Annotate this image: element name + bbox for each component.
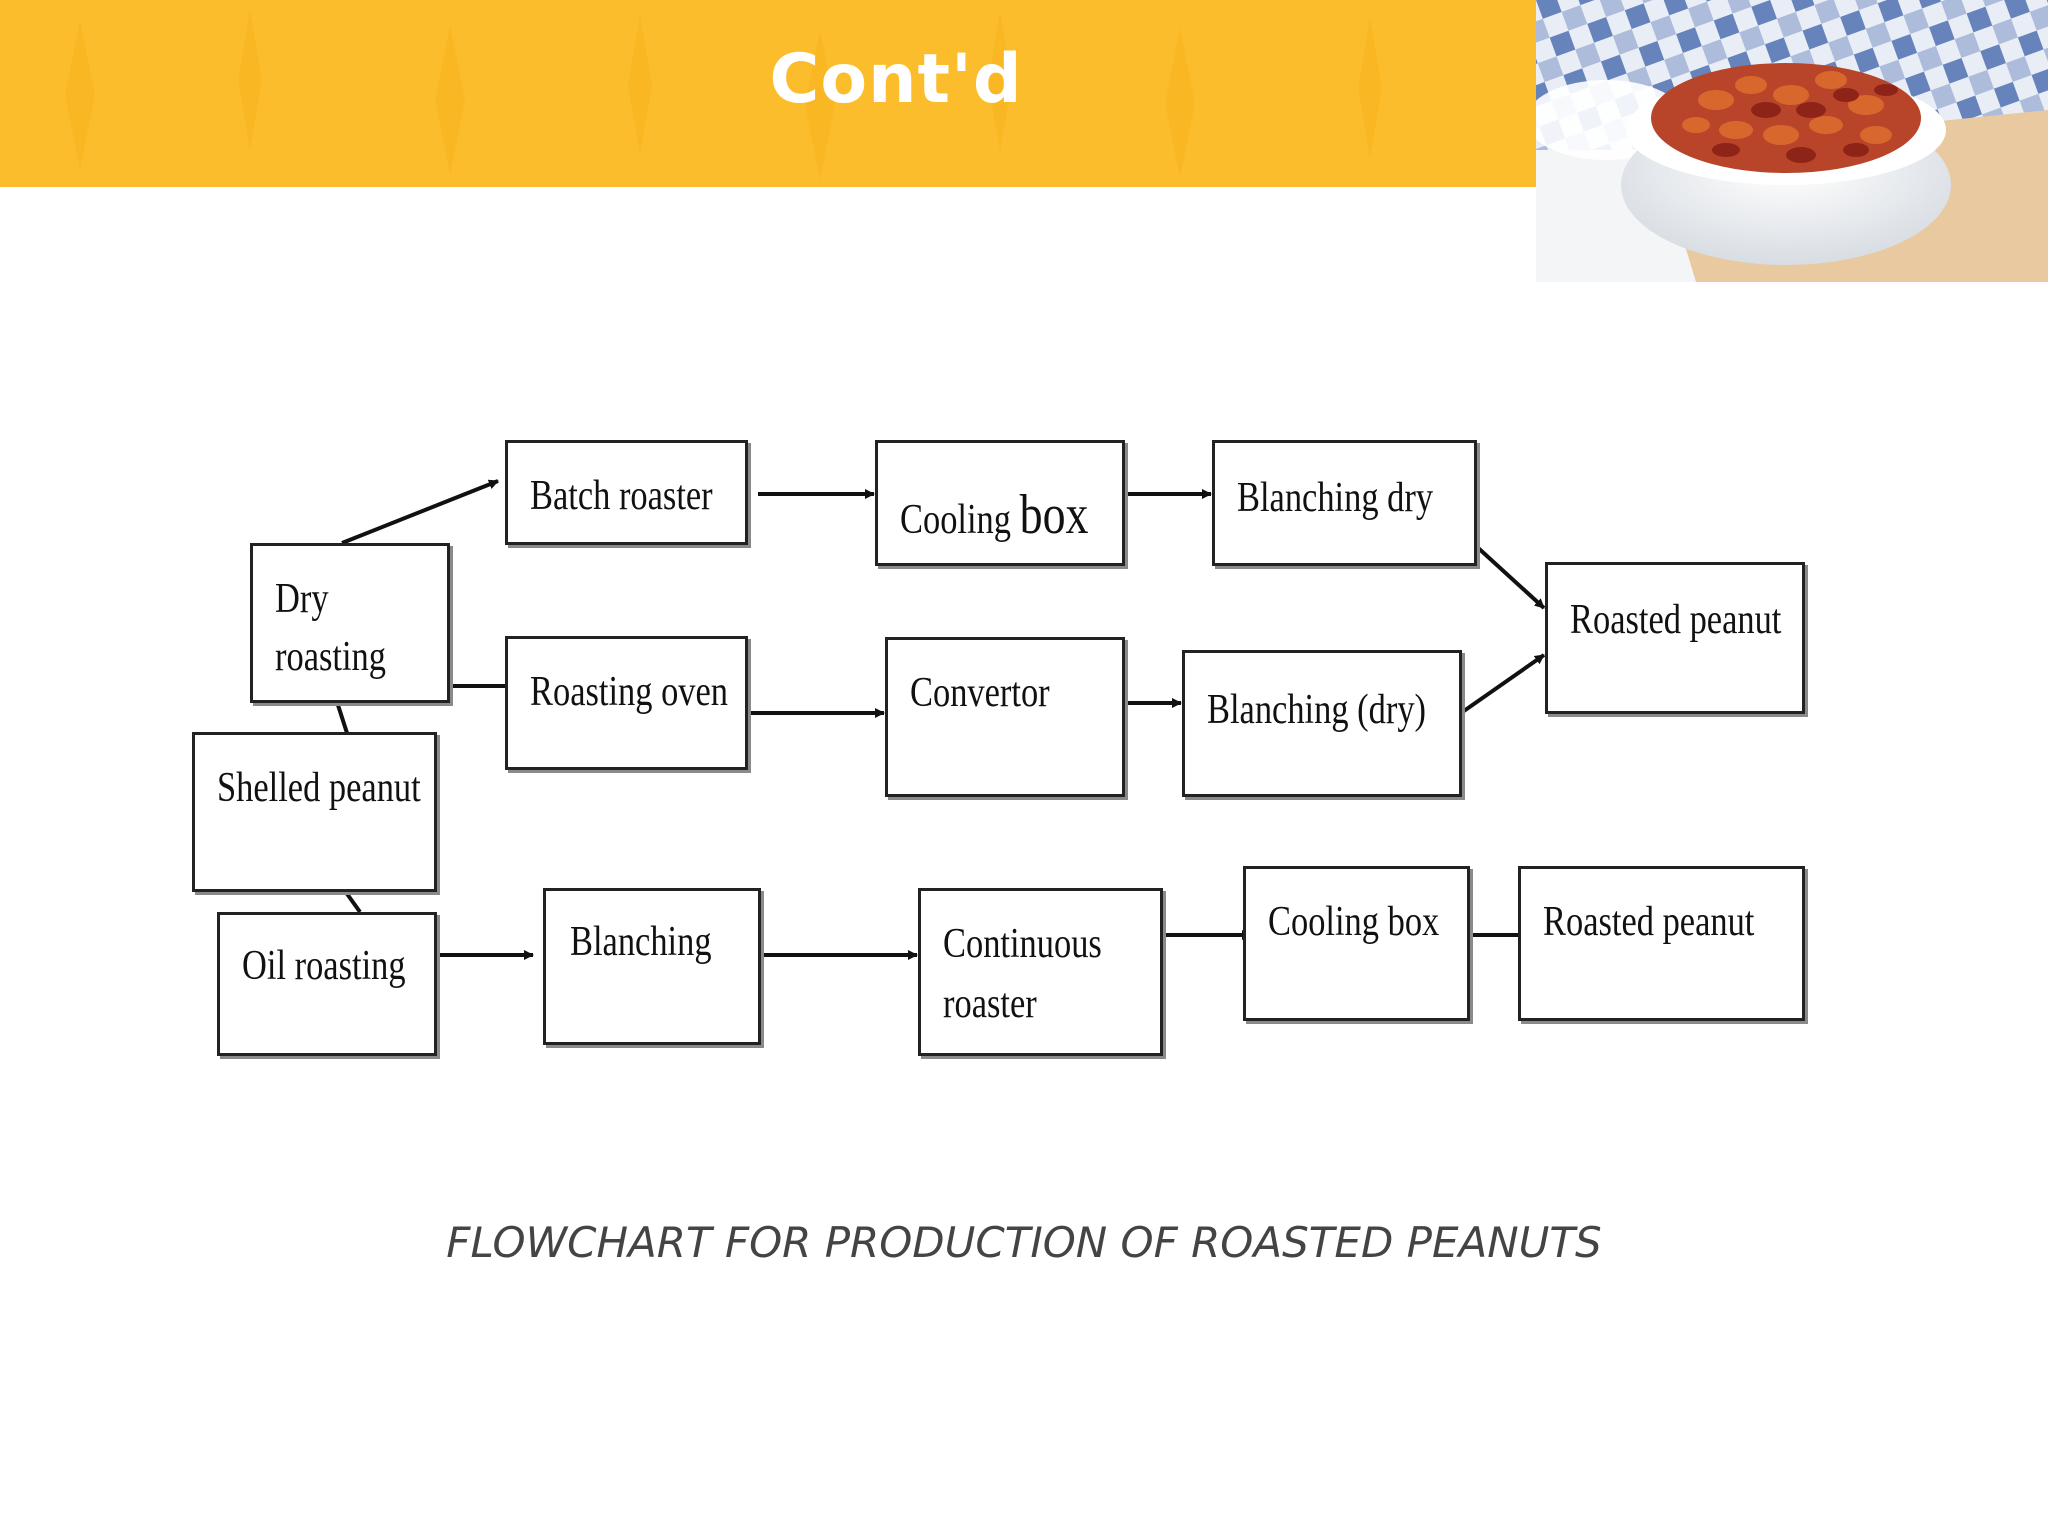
node-dry-roasting-label-line1: Dry xyxy=(275,576,329,622)
node-roasted-peanut-2-label: Roasted peanut xyxy=(1543,899,1755,945)
flowchart-caption: FLOWCHART FOR PRODUCTION OF ROASTED PEAN… xyxy=(446,1218,1602,1267)
node-dry-roasting: Dry roasting xyxy=(250,543,450,703)
node-oil-roasting-label: Oil roasting xyxy=(242,943,406,989)
node-blanching: Blanching xyxy=(543,888,761,1045)
node-shelled-peanut: Shelled peanut xyxy=(192,732,437,892)
peanut-bowl-image xyxy=(1536,0,2048,282)
node-shelled-peanut-label: Shelled peanut xyxy=(217,765,421,811)
node-cooling-box-2: Cooling box xyxy=(1243,866,1470,1021)
banner-pattern xyxy=(65,10,1382,180)
node-cooling-box-1: Cooling box xyxy=(875,440,1125,566)
node-convertor-label: Convertor xyxy=(910,670,1050,716)
arrow-blanching-roasted xyxy=(1459,653,1546,715)
node-cooling-box-1-label: Cooling box xyxy=(900,487,1088,543)
node-blanching-dry: Blanching dry xyxy=(1212,440,1477,566)
node-dry-roasting-label-line2: roasting xyxy=(275,634,386,680)
node-blanching-dry-label: Blanching dry xyxy=(1237,475,1434,521)
node-continuous-roaster-label-line1: Continuous xyxy=(943,921,1102,967)
node-continuous-roaster-label-line2: roaster xyxy=(943,981,1037,1027)
node-roasting-oven-label: Roasting oven xyxy=(530,669,729,715)
connector-shelled-dry xyxy=(335,701,349,734)
node-roasted-peanut-1-label: Roasted peanut xyxy=(1570,597,1782,643)
arrow-blanchingdry-roasted xyxy=(1474,544,1546,610)
node-roasting-oven: Roasting oven xyxy=(505,636,748,770)
slide-title: Cont'd xyxy=(769,40,1023,119)
peanut-bowl-illustration xyxy=(1536,0,2048,282)
node-roasted-peanut-1: Roasted peanut xyxy=(1545,562,1805,714)
title-banner xyxy=(0,0,1536,187)
node-cooling-box-1-label-b: box xyxy=(1019,484,1089,546)
node-blanching-label: Blanching xyxy=(570,919,712,965)
node-batch-roaster-label: Batch roaster xyxy=(530,473,713,519)
node-cooling-box-1-label-a: Cooling xyxy=(900,497,1020,543)
node-cooling-box-2-label: Cooling box xyxy=(1268,899,1440,945)
node-blanching-dry-paren-label: Blanching (dry) xyxy=(1207,687,1427,733)
node-batch-roaster: Batch roaster xyxy=(505,440,748,545)
node-blanching-dry-paren: Blanching (dry) xyxy=(1182,650,1462,797)
arrow-dry-batch xyxy=(341,479,499,545)
node-roasted-peanut-2: Roasted peanut xyxy=(1518,866,1805,1021)
node-oil-roasting: Oil roasting xyxy=(217,912,437,1056)
connector-shelled-oil xyxy=(343,889,362,914)
node-continuous-roaster: Continuous roaster xyxy=(918,888,1163,1056)
node-convertor: Convertor xyxy=(885,637,1125,797)
